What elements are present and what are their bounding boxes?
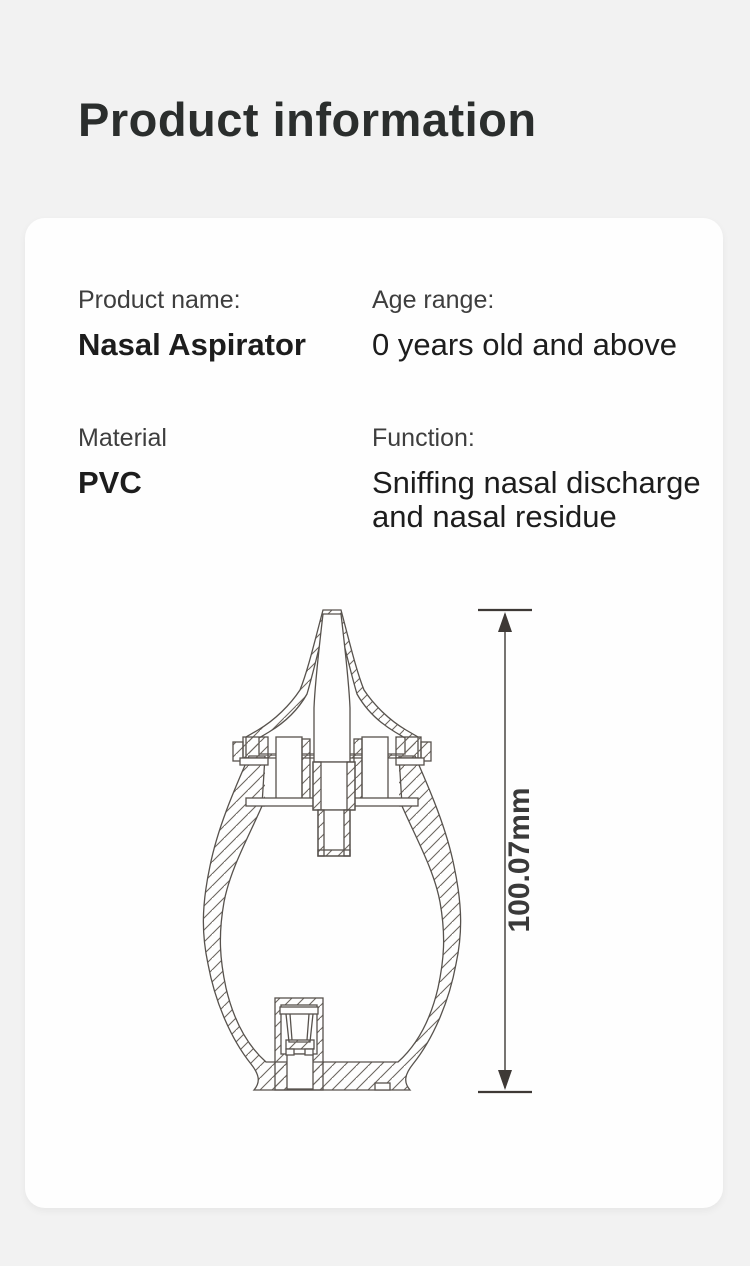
spec-value: Nasal Aspirator — [78, 327, 306, 362]
dimension-line — [478, 608, 532, 1094]
spec-product-name: Product name: Nasal Aspirator — [78, 288, 358, 362]
spec-label: Function: — [372, 424, 475, 452]
cross-section-drawing-svg: 100.07mm — [202, 608, 536, 1094]
spec-age-range: Age range: 0 years old and above — [372, 288, 722, 362]
spec-function: Function: Sniffing nasal discharge and n… — [372, 426, 722, 534]
spec-label: Age range: — [372, 286, 495, 314]
spec-label: Product name: — [78, 286, 241, 314]
bottom-valve — [274, 997, 324, 1091]
collar-flange-right — [395, 736, 422, 759]
nasal-aspirator-diagram: 100.07mm — [128, 598, 568, 1108]
spec-value: 0 years old and above — [372, 327, 678, 362]
spec-value: PVC — [78, 465, 142, 500]
base-notch — [374, 1082, 391, 1091]
collar-lip-right — [420, 741, 432, 762]
collar-lip-left — [232, 741, 244, 762]
page-title: Product information — [78, 93, 537, 146]
collar-flange-left — [242, 736, 269, 759]
product-info-card: Product name: Nasal Aspirator Age range:… — [25, 218, 723, 1208]
spec-label: Material — [78, 424, 167, 452]
dimension-label: 100.07mm — [503, 787, 536, 932]
spec-value: Sniffing nasal discharge and nasal resid… — [372, 465, 701, 534]
spec-material: Material PVC — [78, 426, 358, 500]
aspirator-body-group — [202, 609, 462, 1091]
